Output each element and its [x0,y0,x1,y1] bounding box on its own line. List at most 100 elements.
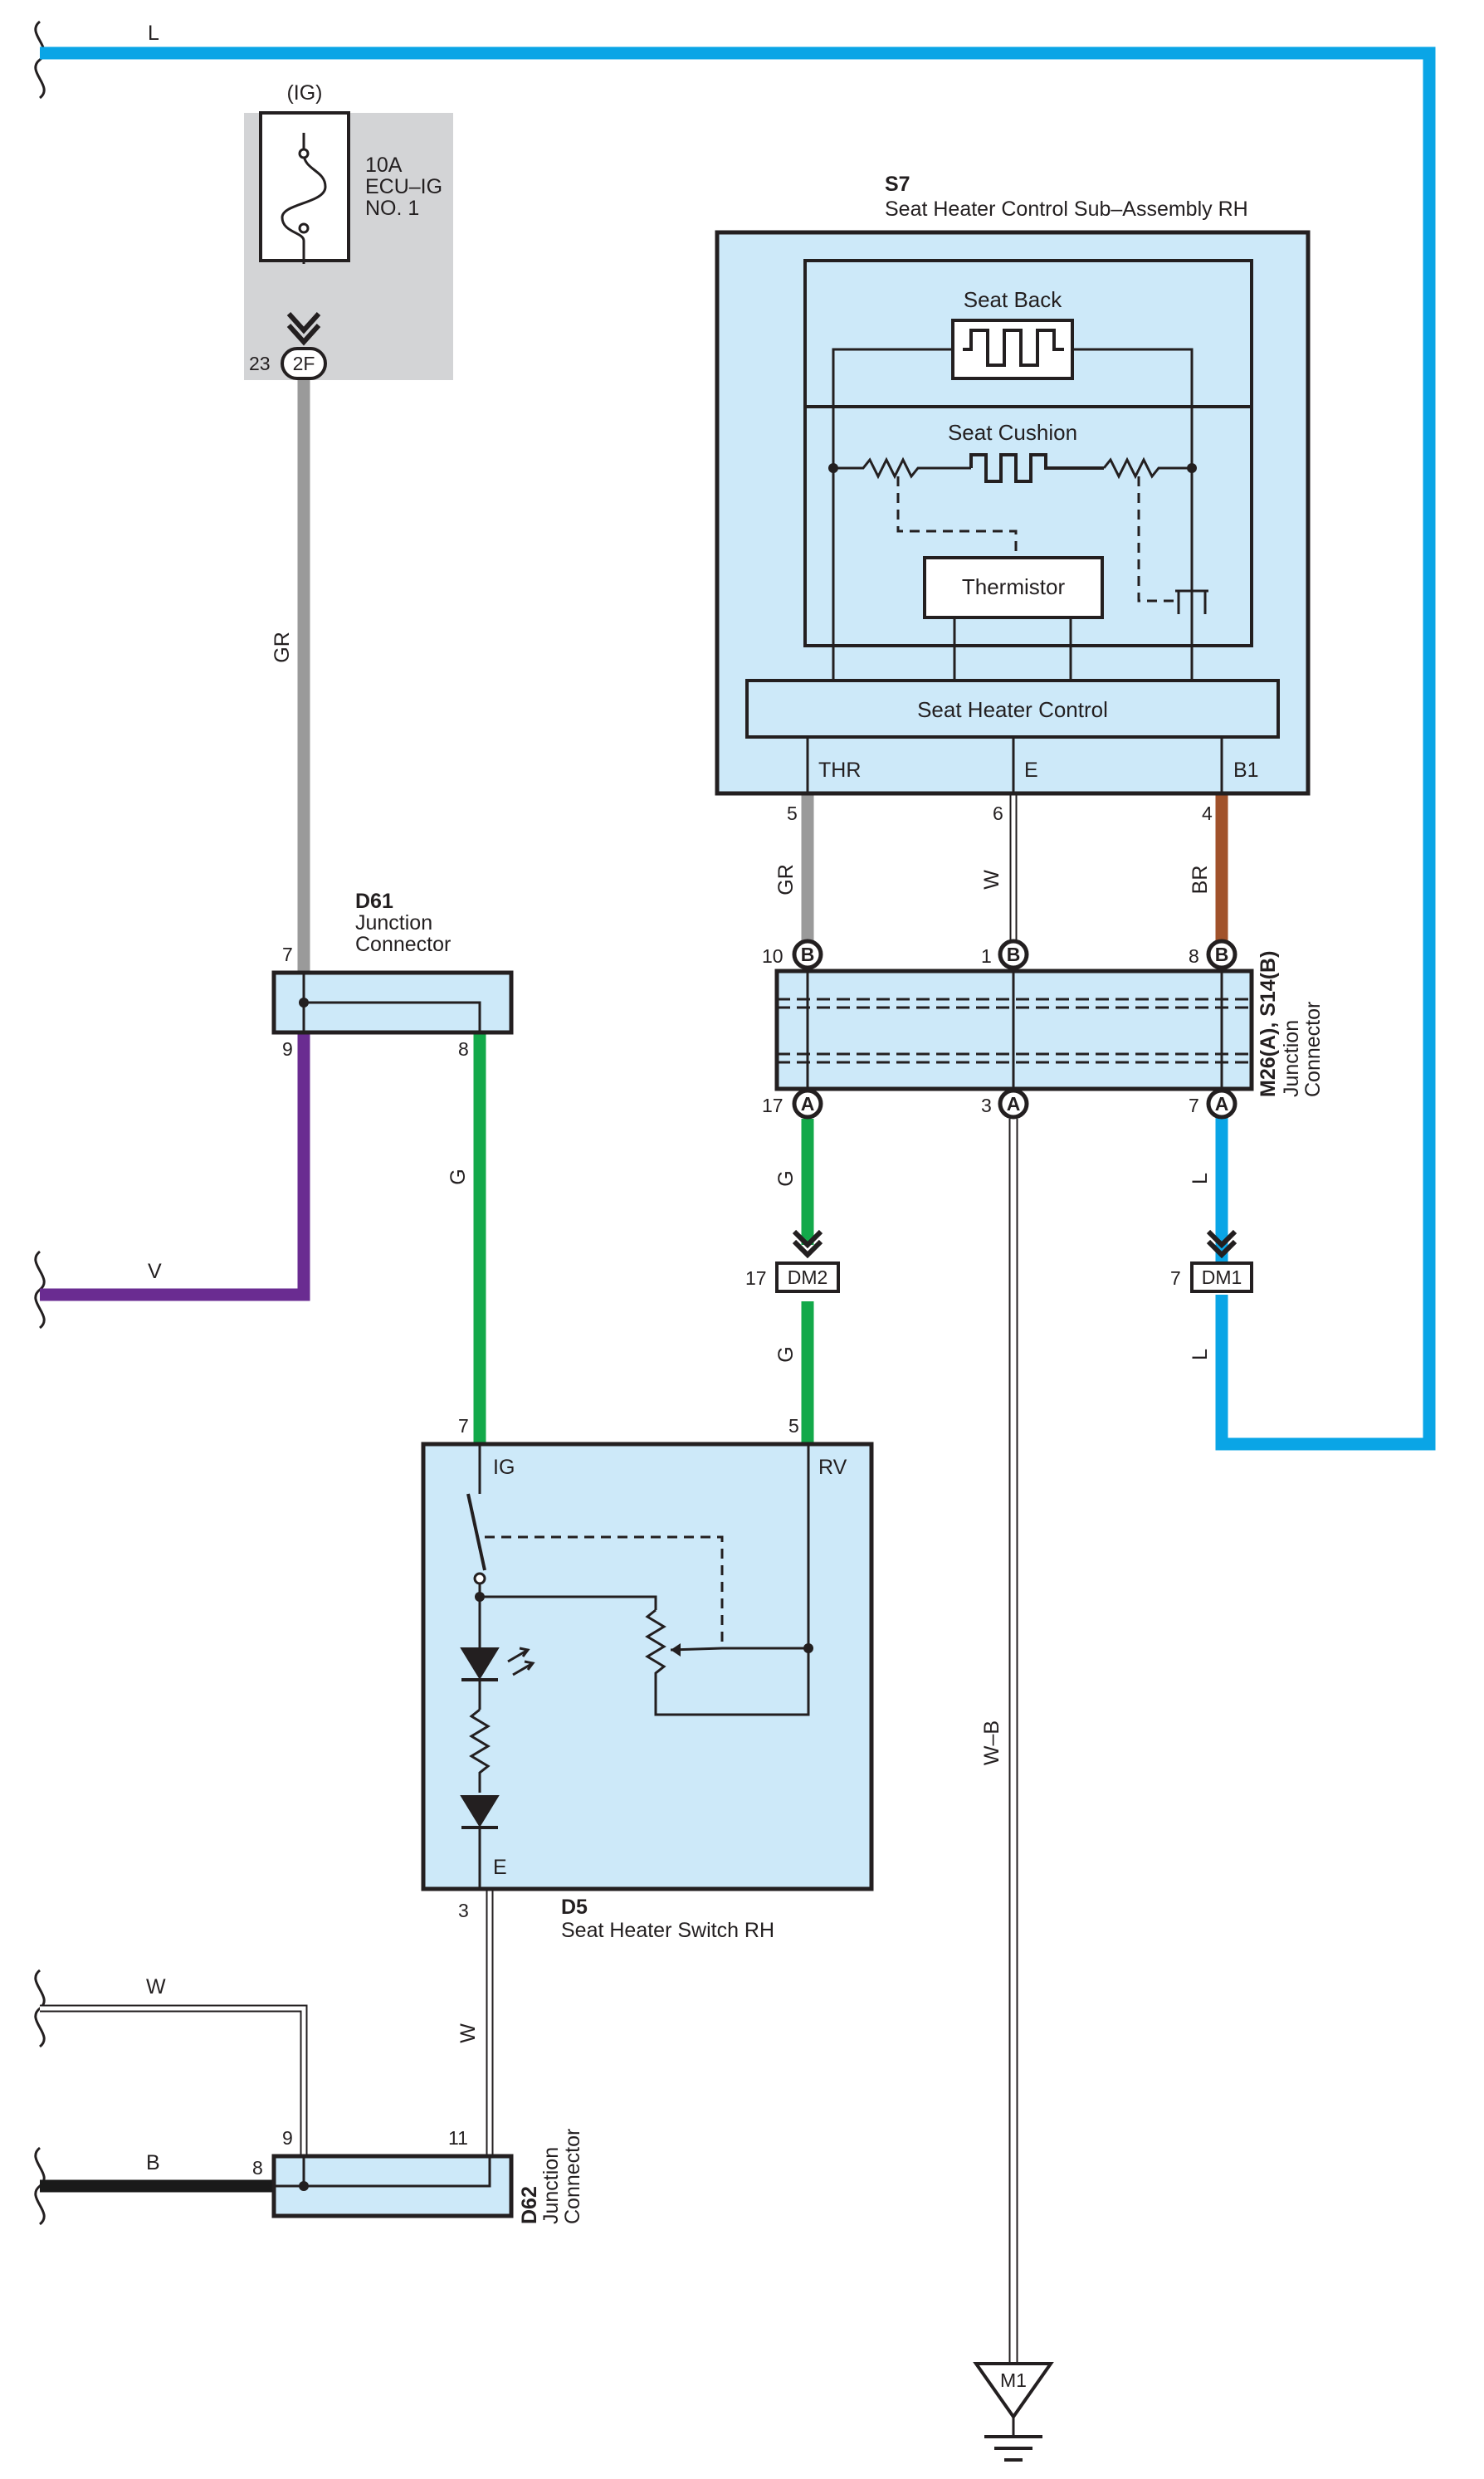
fuse-connector-arrow [286,311,321,334]
d5-terminal-ig: IG [493,1456,515,1479]
wire-label-g-left: G [447,1169,470,1184]
fuse-rating: 10A [365,154,403,177]
d62-junction-connector: 9 8 11 D62 Junction Connector [252,2127,584,2224]
m26-pin-8 [1206,939,1237,970]
d5-code: D5 [561,1896,588,1919]
wire-label-l-right-lower: L [1189,1349,1212,1360]
d5-switch-icon [466,1493,486,1571]
wire-label-l: L [148,22,159,45]
seat-back-label: Seat Back [964,287,1063,312]
ground-triangle [973,2362,1054,2420]
cushion-resistor-left-icon [833,456,971,480]
seat-cushion-label: Seat Cushion [948,420,1077,445]
d61-pin-9: 9 [282,1038,293,1060]
svg-text:3: 3 [981,1095,992,1116]
dm1-pin: 7 [1170,1267,1181,1289]
wire-label-w-bottom: W [456,2023,480,2043]
d61-name-1: Junction [355,911,432,935]
m26-name-2: Connector [1301,1002,1325,1097]
dm1-label: DM1 [1202,1266,1242,1288]
dm1-connector: DM1 7 [1170,1229,1253,1293]
s7-code: S7 [885,173,910,196]
thermistor-box [923,556,1104,619]
svg-text:B: B [1215,944,1229,965]
s7-pin-5: 5 [787,803,798,824]
wire-break-top-left [34,20,46,100]
cushion-element-icon [969,453,1104,483]
svg-text:8: 8 [1189,945,1199,967]
s7-pin-6: 6 [993,803,1003,824]
fuse-block: (IG) 10A ECU–IG NO. 1 2F 23 [244,81,453,380]
wire-w-left [40,2004,308,2156]
s7-terminal-b1: B1 [1233,759,1259,782]
d61-pin-7: 7 [282,944,293,965]
d5-pin-7: 7 [458,1415,469,1437]
wire-labels: L GR V G GR W BR G G L L W–B W W B [146,22,1212,2174]
d62-pin-11: 11 [448,2127,468,2149]
wire-label-br: BR [1189,866,1212,895]
s7-pin-4: 4 [1202,803,1213,824]
dm2-label: DM2 [788,1266,828,1288]
m26-junction-connector: B B B 10 1 8 A A A 17 3 7 M26(A), S14(B)… [762,939,1325,1120]
d61-junction-connector: D61 Junction Connector 7 9 8 [271,890,514,1060]
wire-v [40,1033,310,1301]
wire-label-wb: W–B [980,1720,1003,1765]
svg-text:A: A [1007,1093,1021,1115]
s7-assembly: S7 Seat Heater Control Sub–Assembly RH S… [715,173,1311,824]
svg-text:17: 17 [762,1095,783,1116]
d5-seat-heater-switch: 7 5 IG RV E 3 D5 Seat Heater Switch RH [421,1415,874,1942]
fuse-name-1: ECU–IG [365,175,442,198]
svg-text:1: 1 [981,945,992,967]
d62-pin-9: 9 [282,2127,293,2149]
cushion-resistor-right-icon [1102,456,1192,480]
wire-label-gr-left: GR [271,632,294,663]
svg-text:7: 7 [1189,1095,1199,1116]
fuse-pin: 23 [249,353,271,374]
wire-label-g-right-upper: G [774,1170,798,1186]
d5-terminal-e: E [493,1856,507,1879]
d62-pin-8: 8 [252,2157,263,2179]
d5-rheostat-icon [645,1608,810,1716]
d62-name-2: Connector [561,2129,584,2224]
svg-text:A: A [1215,1093,1229,1115]
m26-pin-7 [1206,1088,1237,1120]
seat-back-element-icon [963,329,1064,367]
s7-terminal-e: E [1024,759,1038,782]
dm2-pin: 17 [745,1267,767,1289]
seat-heater-control-label: Seat Heater Control [917,697,1108,722]
thermal-switch-icon [1175,468,1208,646]
d5-terminal-rv: RV [818,1456,847,1479]
svg-text:B: B [1007,944,1021,965]
wire-label-w-right: W [980,870,1003,890]
wire-label-v: V [148,1260,162,1283]
d5-led-icon [460,1647,500,1680]
d61-code: D61 [355,890,393,913]
wire-break-symbols [34,20,46,2226]
s7-terminal-thr: THR [818,759,861,782]
dm2-connector: DM2 17 [745,1229,840,1293]
d62-name-1: Junction [539,2147,563,2224]
m26-pin-3 [998,1088,1029,1120]
d5-pin-3: 3 [458,1900,469,1921]
m26-pin-17 [792,1088,823,1120]
fuse-source: (IG) [286,81,322,105]
thermistor-label: Thermistor [962,574,1066,599]
ground-m1: M1 [973,2362,1054,2462]
svg-text:10: 10 [762,945,783,967]
wire-label-l-right-upper: L [1189,1173,1212,1184]
s7-title: Seat Heater Control Sub–Assembly RH [885,198,1248,221]
svg-text:B: B [801,944,815,965]
m26-code: M26(A), S14(B) [1257,951,1280,1097]
m26-pin-10 [792,939,823,970]
fuse-connector-label: 2F [293,353,315,374]
fuse-icon [281,133,327,264]
d61-name-2: Connector [355,933,451,956]
s7-seat-heater-box [803,259,1253,647]
fuse-connector [281,347,327,380]
ground-label: M1 [1000,2369,1027,2391]
wire-label-w-left: W [146,1975,166,1998]
d5-box [421,1442,874,1891]
d5-diode-icon [460,1795,500,1828]
wire-label-b: B [146,2151,160,2174]
